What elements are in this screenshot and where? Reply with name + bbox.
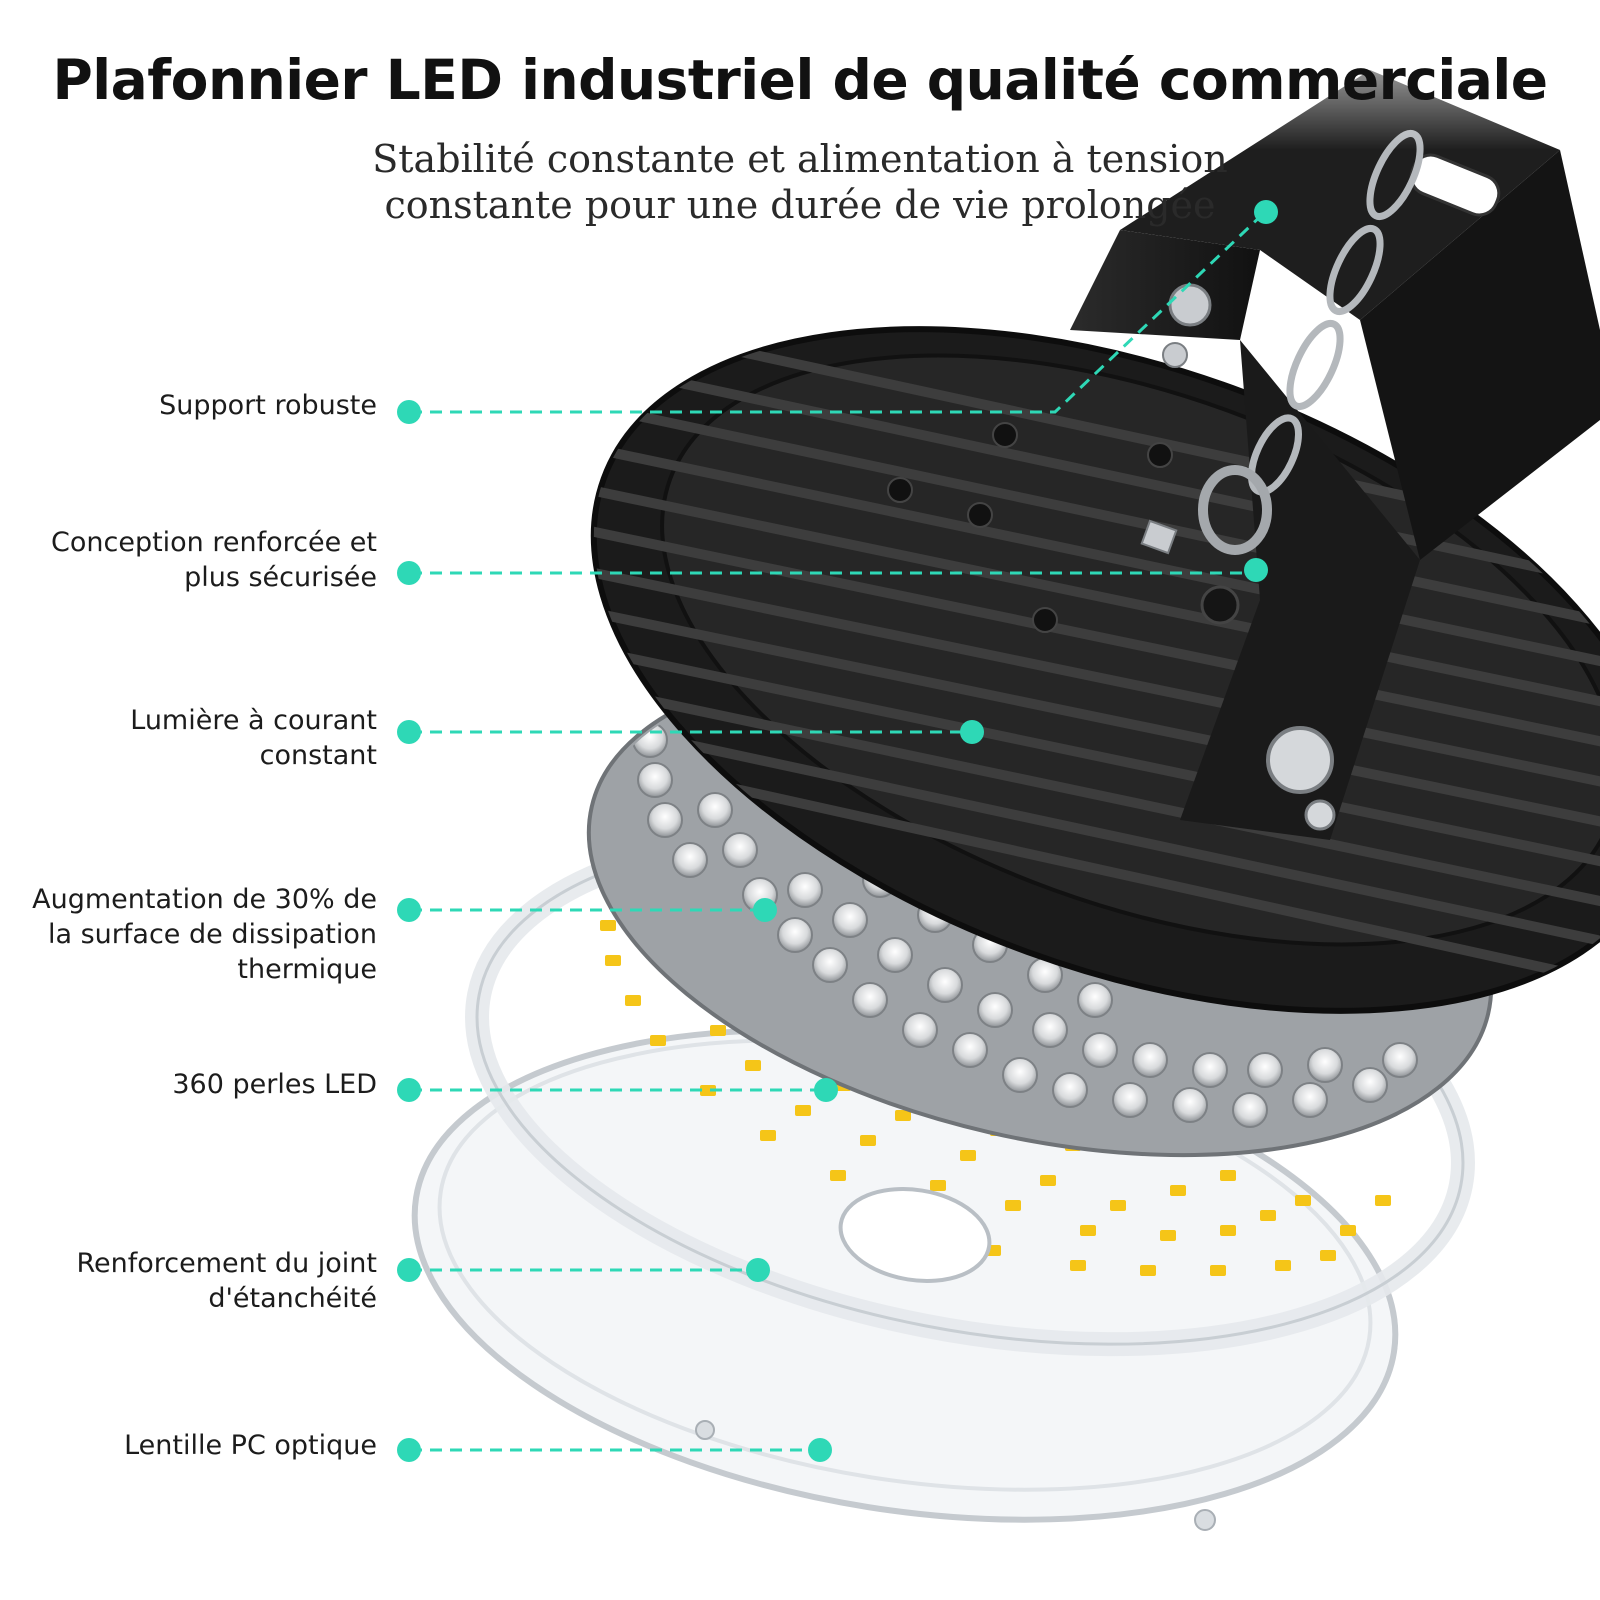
feature-text: 360 perles LED (172, 1069, 377, 1100)
feature-text: Conception renforcée et (51, 527, 377, 558)
feature-text: la surface de dissipation (47, 919, 377, 950)
feature-text: Renforcement du joint (76, 1248, 377, 1279)
feature-text: Augmentation de 30% de (32, 884, 377, 915)
feature-label-gasket: Renforcement du joint d'étanchéité (76, 1246, 377, 1316)
feature-label-dissipation: Augmentation de 30% de la surface de dis… (32, 882, 377, 987)
feature-text: thermique (237, 954, 377, 985)
feature-text: plus sécurisée (184, 562, 377, 593)
feature-label-current: Lumière à courant constant (130, 703, 377, 773)
feature-text: d'étanchéité (208, 1283, 377, 1314)
page-subtitle: Stabilité constante et alimentation à te… (300, 136, 1300, 228)
feature-label-design: Conception renforcée et plus sécurisée (51, 525, 377, 595)
feature-text: constant (259, 740, 377, 771)
callout-lines (410, 210, 1267, 1452)
feature-text: Lumière à courant (130, 705, 377, 736)
feature-label-support: Support robuste (159, 388, 377, 423)
feature-text: Support robuste (159, 390, 377, 421)
feature-label-led-count: 360 perles LED (172, 1067, 377, 1102)
subtitle-line-2: constante pour une durée de vie prolongé… (384, 183, 1216, 227)
subtitle-line-1: Stabilité constante et alimentation à te… (372, 137, 1228, 181)
center-hole (838, 1187, 992, 1283)
heatsink-housing (578, 325, 1600, 1014)
callout-dots (397, 200, 1278, 1462)
page-title: Plafonnier LED industriel de qualité com… (52, 48, 1548, 112)
feature-text: Lentille PC optique (124, 1430, 377, 1461)
feature-label-lens: Lentille PC optique (124, 1428, 377, 1463)
